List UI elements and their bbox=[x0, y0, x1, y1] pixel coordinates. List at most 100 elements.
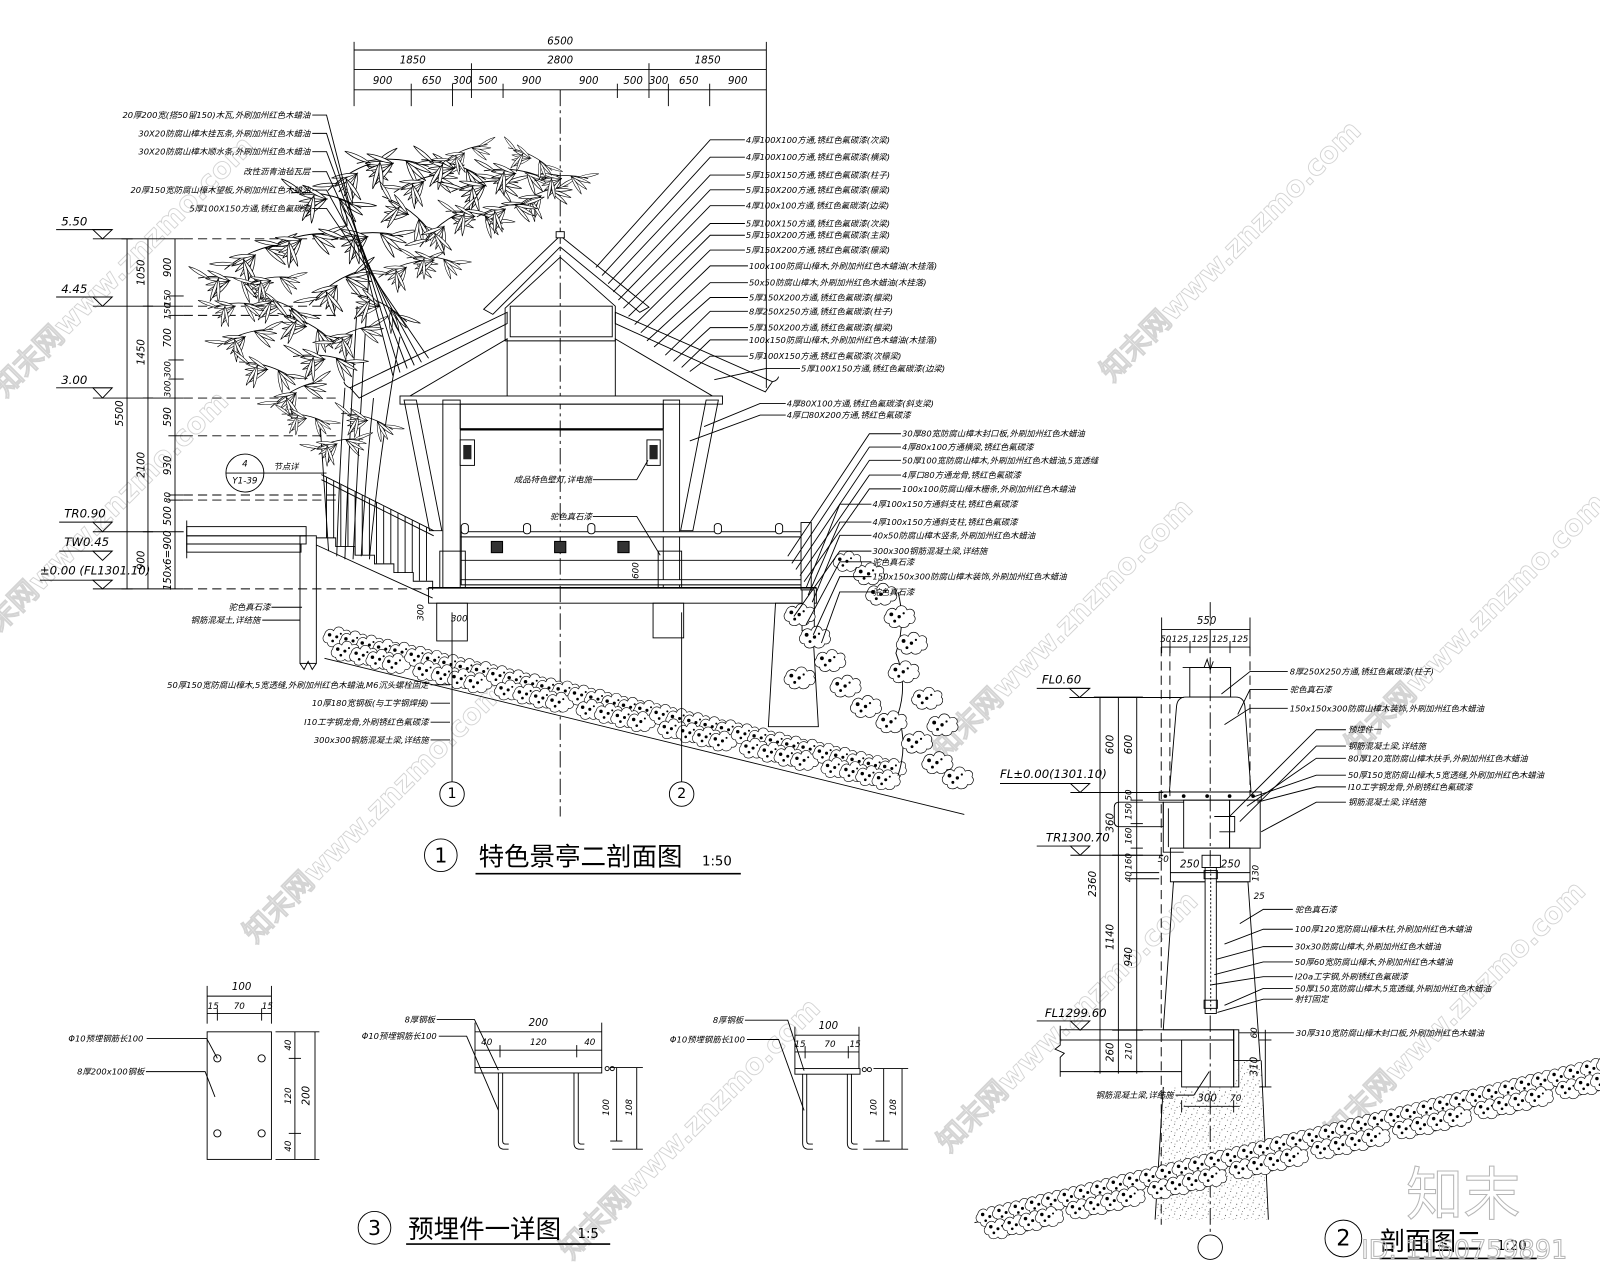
dim-segment: 70 bbox=[234, 1002, 246, 1012]
axis-label: 1 bbox=[448, 786, 457, 802]
dim-segment: 125 bbox=[1232, 635, 1249, 645]
dim-detail: 310 bbox=[1250, 1057, 1261, 1076]
dim-detail: 250 bbox=[1180, 860, 1199, 871]
dim-detail: 300 bbox=[1197, 1094, 1216, 1105]
material-note: 4厚100X100方通,锈红色氟碳漆(横梁) bbox=[746, 152, 890, 162]
material-note: 改性沥青油毡瓦层 bbox=[243, 167, 312, 177]
dim-detail: 25 bbox=[1254, 892, 1266, 902]
callout-detail-number: 4 bbox=[242, 459, 248, 469]
dim-major: 260 bbox=[1106, 1043, 1117, 1062]
material-note: 100厚120宽防腐山樟木柱,外刷加州红色木蜡油 bbox=[1295, 924, 1473, 934]
dim-minor: 150 bbox=[163, 302, 173, 319]
material-note: 300x300钢筋混凝土梁,详结施 bbox=[872, 546, 988, 556]
material-note: 40x50防腐山樟木竖条,外刷加州红色木蜡油 bbox=[872, 530, 1036, 540]
dim-major: 900 bbox=[136, 551, 147, 570]
material-note: 4厚100x150方通斜支柱,锈红色氟碳漆 bbox=[872, 499, 1019, 509]
dim-detail: 50 bbox=[1158, 855, 1170, 865]
dim-segment: 650 bbox=[422, 76, 441, 87]
dim-overall: 200 bbox=[302, 1086, 313, 1105]
left-roof-notes: 20厚200宽(搭50留150)木瓦,外刷加州红色木蜡油 30X20防腐山樟木挂… bbox=[122, 110, 429, 376]
elevation-label: FL1299.60 bbox=[1045, 1006, 1107, 1020]
dim-minor: 930 bbox=[163, 456, 174, 475]
title-number: 2 bbox=[1336, 1225, 1350, 1251]
dim-segment: 900 bbox=[373, 76, 392, 87]
dim-minor: 50 bbox=[1125, 789, 1135, 801]
dim-segment: 70 bbox=[824, 1040, 836, 1050]
material-note: 5厚150X150方通,锈红色氟碳漆(柱子) bbox=[746, 170, 890, 180]
dim-segment: 500 bbox=[478, 76, 497, 87]
bracket-notes: 4厚80X100方通,锈红色氟碳漆(斜支梁) 4厚口80X200方通,锈红色氟碳… bbox=[689, 398, 934, 442]
dim-segment: 50 bbox=[1160, 635, 1172, 645]
dim-minor: 940 bbox=[1124, 947, 1135, 966]
dim-segment: 120 bbox=[284, 1087, 294, 1104]
material-note: 8厚钢板 bbox=[713, 1015, 745, 1025]
watermark-text: 知末网www.znzmo.com bbox=[236, 675, 510, 949]
dim-overall: 100 bbox=[232, 982, 251, 993]
material-note: 射钉固定 bbox=[1295, 994, 1330, 1004]
dim-pier-height: 300 bbox=[416, 604, 426, 621]
dim-segment: 15 bbox=[208, 1002, 220, 1012]
dim-segment: 125 bbox=[1212, 635, 1229, 645]
dim-overall: 550 bbox=[1197, 616, 1216, 627]
wall-notes: 驼色真石漆 钢筋混凝土,详结施 bbox=[191, 602, 303, 625]
material-note: 4厚80X100方通,锈红色氟碳漆(斜支梁) bbox=[787, 398, 934, 408]
material-note: 5厚100X150方通,锈红色氟碳漆(次梁) bbox=[746, 219, 890, 229]
material-note: 5厚100X150方通,锈红色氟碳漆(边梁) bbox=[801, 363, 945, 373]
material-note: 4厚口80方通龙骨,锈红色氟碳漆 bbox=[902, 470, 1023, 480]
material-note: 驼色真石漆 bbox=[229, 602, 272, 612]
material-note: 100x150防腐山樟木,外刷加州红色木蜡油(木挂落) bbox=[749, 335, 937, 345]
dim-segment: 40 bbox=[584, 1038, 596, 1048]
material-note: 4厚80x100方通横梁,锈红色氟碳漆 bbox=[902, 442, 1035, 452]
material-note: 150x150x300防腐山樟木装饰,外刷加州红色木蜡油 bbox=[1290, 703, 1486, 713]
material-note: 50x50防腐山樟木,外刷加州红色木蜡油(木挂落) bbox=[749, 278, 926, 288]
watermark-brand: 知末 bbox=[1406, 1163, 1520, 1229]
dim-total-height: 5500 bbox=[115, 400, 126, 426]
dim-minor: 700 bbox=[163, 328, 174, 347]
roof-structure-notes: 4厚100X100方通,锈红色氟碳漆(次梁) 4厚100X100方通,锈红色氟碳… bbox=[595, 135, 945, 381]
elevation-label: FL0.60 bbox=[1042, 672, 1081, 686]
material-note: 100x100防腐山樟木栅条,外刷加州红色木蜡油 bbox=[902, 484, 1077, 494]
dim-major: 1050 bbox=[136, 260, 147, 286]
dim-detail: 70 bbox=[1230, 1094, 1242, 1104]
dim-segment: 15 bbox=[794, 1040, 806, 1050]
brand-watermark: 知末 ID: 1160759891 bbox=[1361, 1162, 1568, 1266]
dim-segment: 40 bbox=[284, 1140, 294, 1152]
material-note: 100x100防腐山樟木,外刷加州红色木蜡油(木挂落) bbox=[749, 261, 937, 271]
embed-plate-elevation-a: 200 40 120 40 100 108 8厚钢板 Φ10预埋钢筋长100 bbox=[362, 1015, 643, 1150]
material-note: 50厚150宽防腐山樟木,5宽透缝,外刷加州红色木蜡油 bbox=[1295, 983, 1493, 993]
material-note: 5厚100X150方通,锈红色氟碳漆 bbox=[189, 203, 311, 213]
callout-sheet-ref: Y1-39 bbox=[232, 477, 258, 487]
material-note: Φ10预埋钢筋长100 bbox=[362, 1031, 437, 1041]
material-note: 钢筋混凝土梁,详结施 bbox=[1096, 1090, 1176, 1100]
material-note: 30X20防腐山樟木顺水条,外刷加州红色木蜡油 bbox=[138, 147, 311, 157]
material-note: 5厚100X150方通,锈红色氟碳漆(次檩梁) bbox=[749, 351, 901, 361]
section2-top-dimensions: 550 50 125 125 125 125 bbox=[1160, 616, 1251, 654]
dim-detail: 250 bbox=[1221, 860, 1240, 871]
material-note: 5厚150X200方通,锈红色氟碳漆(檩梁) bbox=[746, 185, 890, 195]
section2-elevation-markers: FL0.60 FL±0.00(1301.10) TR1300.70 FL1299… bbox=[1000, 672, 1184, 1031]
embed-plate-elevation-b: 100 15 70 15 100 108 8厚钢板 Φ10预埋钢筋长100 bbox=[670, 1015, 909, 1150]
embed-plate-plan: 100 15 70 15 40 120 40 200 Φ10预埋钢筋长100 8… bbox=[68, 982, 320, 1160]
section1-title: 1 特色景亭二剖面图 1:50 bbox=[424, 838, 741, 875]
section2-notes: 8厚250X250方通,锈红色氟碳漆(柱子) 驼色真石漆 150x150x300… bbox=[1096, 667, 1546, 1101]
elevation-label: TR0.90 bbox=[64, 506, 105, 520]
dim-major: 1450 bbox=[136, 339, 147, 365]
dim-side: 100 bbox=[602, 1099, 612, 1116]
column-right bbox=[662, 399, 681, 589]
material-note: 4厚100x150方通斜支柱,锈红色氟碳漆 bbox=[872, 517, 1019, 527]
section2-detail-dimensions: 250 250 50 25 130 60 310 300 70 bbox=[1158, 855, 1272, 1113]
material-note: Φ10预埋钢筋长100 bbox=[670, 1034, 745, 1044]
material-note: I10工字钢龙骨,外刷锈红色氟碳漆 bbox=[304, 717, 430, 727]
material-note: 5厚150X200方通,锈红色氟碳漆(主梁) bbox=[746, 230, 890, 240]
dim-segment: 120 bbox=[530, 1038, 547, 1048]
dim-minor: 590 bbox=[163, 407, 174, 426]
pavilion-railing bbox=[460, 522, 812, 591]
material-note: 30厚310宽防腐山樟木封口板,外刷加州红色木蜡油 bbox=[1296, 1028, 1486, 1038]
dim-minor: 900 bbox=[163, 258, 174, 277]
grid-axes: 1 2 bbox=[439, 612, 695, 807]
inner-notes: 成品特色壁灯,详电施 驼色真石漆 bbox=[514, 460, 661, 556]
material-note: 预埋件一 bbox=[1348, 725, 1382, 735]
dim-pier-width: 300 bbox=[451, 615, 468, 625]
dim-minor: 500 bbox=[163, 506, 174, 525]
